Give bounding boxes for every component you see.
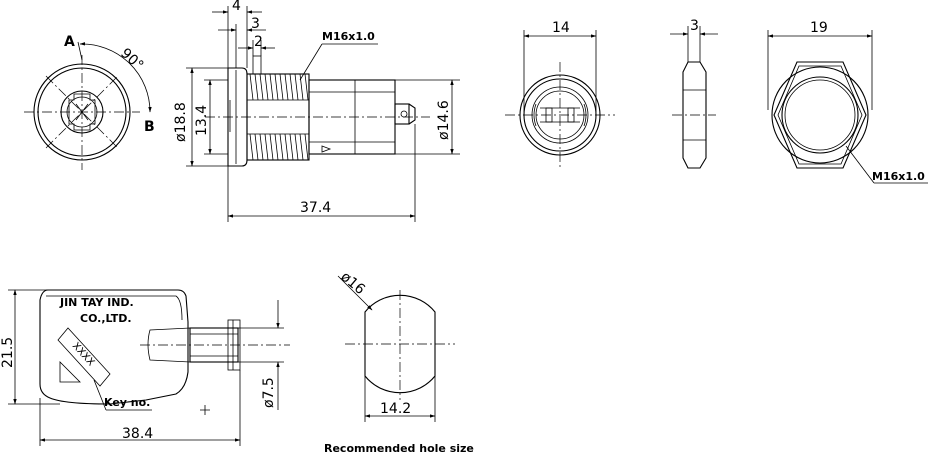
dim-body-dia: ø14.6 bbox=[436, 100, 452, 140]
key-no-label: Key no. bbox=[104, 396, 150, 409]
key-dim-height: 21.5 bbox=[0, 337, 16, 368]
key-dim-blade-dia: ø7.5 bbox=[261, 377, 277, 408]
hole-dim-dia: ø16 bbox=[337, 269, 368, 298]
dim-outer-dia: ø18.8 bbox=[173, 102, 189, 142]
angle-label: 90° bbox=[117, 45, 146, 74]
nut-dim-width: 19 bbox=[810, 20, 828, 36]
key-dim-length: 38.4 bbox=[122, 426, 153, 442]
dim-flat-width: 3 bbox=[251, 16, 260, 32]
nut-side-view: 3 bbox=[670, 18, 718, 169]
hole-caption: Recommended hole size bbox=[324, 442, 474, 455]
brand-line-1: JIN TAY IND. bbox=[59, 296, 134, 309]
nut-side-dim: 3 bbox=[690, 18, 699, 34]
thread-lines-bottom bbox=[249, 133, 309, 161]
side-view: 4 3 2 M16x1.0 ø18.8 13.4 ø14.6 bbox=[173, 0, 460, 222]
hole-view: ø16 14.2 Recommended hole size bbox=[324, 269, 474, 455]
nut-thread-callout: M16x1.0 bbox=[872, 170, 925, 183]
thread-callout: M16x1.0 bbox=[322, 30, 375, 43]
front-view: 90° A B bbox=[24, 34, 155, 170]
dim-small: 2 bbox=[254, 34, 263, 50]
nut-front-view: 19 M16x1.0 bbox=[767, 20, 928, 184]
thread-lines-top bbox=[249, 73, 309, 101]
key-view: XXXX JIN TAY IND. CO.,LTD. Key no. 21.5 … bbox=[0, 289, 290, 446]
dim-flange-height: 13.4 bbox=[194, 105, 210, 136]
dim-total-length: 37.4 bbox=[300, 200, 331, 216]
hole-dim-flat: 14.2 bbox=[380, 401, 411, 417]
brand-line-2: CO.,LTD. bbox=[80, 312, 132, 325]
point-b-label: B bbox=[144, 119, 155, 135]
point-a-label: A bbox=[64, 34, 75, 50]
rear-view: 14 bbox=[505, 20, 615, 168]
rear-dim-width: 14 bbox=[552, 20, 570, 36]
dim-flange-width: 4 bbox=[232, 0, 241, 14]
